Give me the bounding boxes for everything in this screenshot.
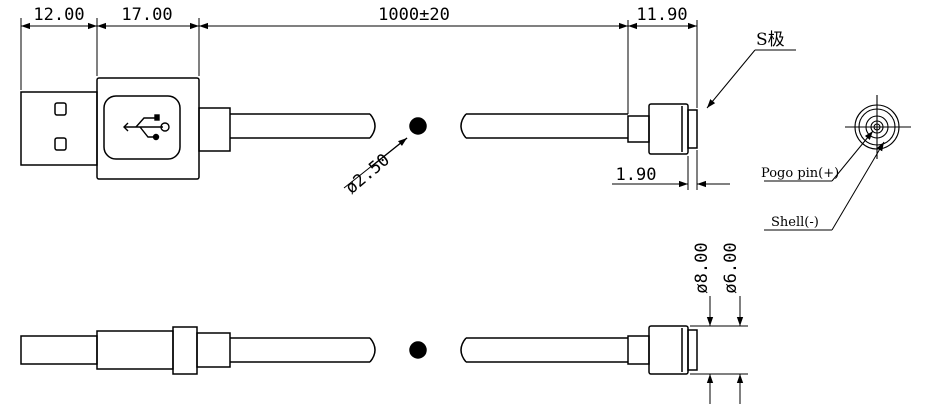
break-dot-side <box>409 341 427 359</box>
dim-tip-step: 1.90 <box>616 165 657 185</box>
usb-plug-side <box>20 326 231 375</box>
label-shell: Shell(-) <box>771 215 819 230</box>
cable-side <box>230 337 628 363</box>
dimension-lines-side <box>690 296 748 404</box>
label-pogo-pin: Pogo pin(+) <box>761 166 839 181</box>
dim-cable-length: 1000±20 <box>378 5 450 25</box>
pogo-end-view <box>845 95 911 159</box>
pogo-tip-top <box>627 103 698 155</box>
dim-tip-length: 11.90 <box>636 5 687 25</box>
cable-top <box>230 113 628 139</box>
pogo-tip-side <box>627 325 698 375</box>
dim-outer-diameter: ø8.00 <box>692 242 712 293</box>
dimension-lines-top <box>20 18 885 231</box>
label-s-pole: S极 <box>756 30 785 50</box>
dim-inner-diameter: ø6.00 <box>721 242 741 293</box>
dim-cable-diameter: ø2.50 <box>342 150 394 198</box>
break-dot <box>409 117 427 135</box>
dim-usb-plug-length: 12.00 <box>33 5 84 25</box>
usb-plug-top <box>20 77 231 180</box>
dim-usb-housing-length: 17.00 <box>121 5 172 25</box>
usb-icon <box>123 114 170 141</box>
